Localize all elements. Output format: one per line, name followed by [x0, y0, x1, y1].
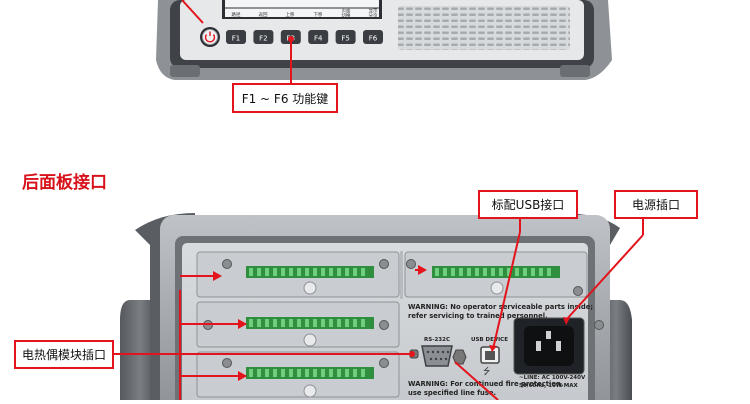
- fkey-f1[interactable]: F1: [226, 30, 246, 44]
- fkey-label: F4: [314, 35, 323, 43]
- power-icon: [204, 34, 216, 43]
- svg-text:USB DEVICE: USB DEVICE: [471, 337, 508, 343]
- svg-text:显示分页: 显示分页: [369, 8, 378, 19]
- callout-power-text: 电源插口: [631, 198, 680, 212]
- fkey-f4[interactable]: F4: [308, 30, 329, 44]
- softkey-labels: 路径 返回 上移 下移 页面切换 显示分页: [232, 8, 378, 19]
- front-panel: 路径 返回 上移 下移 页面切换 显示分页 F1F2F3F4F5F6: [156, 0, 612, 83]
- rear-pointer-lines: [113, 218, 644, 401]
- callout-usb: 标配USB接口: [478, 190, 578, 219]
- svg-text:~LINE: AC 100V-240V: ~LINE: AC 100V-240V: [519, 375, 586, 381]
- thermocouple-slot-4: [196, 351, 400, 398]
- fkey-f5[interactable]: F5: [335, 30, 356, 44]
- power-button[interactable]: [200, 27, 220, 47]
- rs232-port: [409, 345, 467, 367]
- fkey-label: F2: [259, 35, 267, 43]
- callout-thermo: 电热偶模块插口: [14, 340, 114, 369]
- callout-power: 电源插口: [614, 190, 698, 219]
- svg-text:上移: 上移: [286, 11, 295, 18]
- power-pointer-line: [181, 0, 204, 24]
- fkey-f6[interactable]: F6: [363, 30, 383, 44]
- thermocouple-slot-2: [404, 251, 588, 298]
- svg-text:WARNING: For continued fire pr: WARNING: For continued fire protection,: [408, 380, 563, 388]
- svg-text:路径: 路径: [232, 11, 241, 18]
- power-inlet: [513, 317, 604, 375]
- fkey-label: F1: [232, 35, 240, 43]
- thermocouple-slot-3: [196, 301, 400, 348]
- callout-fkeys-text: F1 ~ F6 功能键: [241, 91, 329, 106]
- vent-grille: [398, 6, 570, 50]
- rear-labels: WARNING: No operator serviceable parts i…: [408, 303, 593, 397]
- svg-text:50/60Hz, 10W MAX: 50/60Hz, 10W MAX: [519, 383, 578, 389]
- callout-usb-text: 标配USB接口: [491, 198, 565, 212]
- svg-text:use specified line fuse.: use specified line fuse.: [408, 389, 496, 397]
- svg-text:页面切换: 页面切换: [342, 8, 351, 19]
- thermocouple-slot-1: [196, 251, 400, 298]
- svg-text:RS-232C: RS-232C: [424, 337, 450, 343]
- svg-text:WARNING: No operator serviceab: WARNING: No operator serviceable parts i…: [408, 303, 593, 311]
- svg-text:返回: 返回: [259, 11, 268, 18]
- usb-symbol-icon: ⭍: [483, 366, 491, 377]
- callout-thermo-text: 电热偶模块插口: [21, 348, 106, 362]
- svg-text:下移: 下移: [314, 11, 323, 18]
- callout-fkeys: F1 ~ F6 功能键: [232, 83, 338, 113]
- fkey-label: F6: [369, 35, 378, 43]
- fkey-label: F5: [341, 35, 349, 43]
- rear-panel-heading: 后面板接口: [22, 173, 107, 193]
- fkey-f2[interactable]: F2: [253, 30, 274, 44]
- rear-panel: WARNING: No operator serviceable parts i…: [113, 213, 644, 404]
- svg-text:refer servicing to trained per: refer servicing to trained personnel.: [408, 312, 548, 320]
- usb-port: ⭍: [480, 346, 500, 377]
